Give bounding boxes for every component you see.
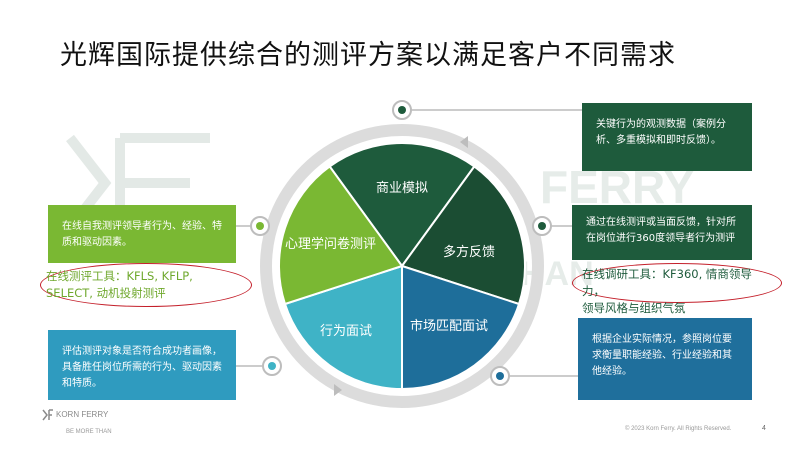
- box-experience-measure-text: 根据企业实际情况，参照岗位要求衡量职能经验、行业经验和其他经验。: [592, 334, 732, 377]
- segment-label-multi-feedback: 多方反馈: [443, 244, 495, 260]
- callout-right-line1: 在线调研工具：KF360, 情商领导力，: [582, 267, 752, 298]
- connector-left: [236, 216, 270, 236]
- ring-arrow-top-icon: [460, 136, 468, 148]
- box-observation-data-text: 关键行为的观测数据（案例分析、多重模拟和即时反馈）。: [596, 119, 726, 146]
- box-observation-data: 关键行为的观测数据（案例分析、多重模拟和即时反馈）。: [582, 103, 752, 171]
- outer-ring: [260, 124, 544, 408]
- box-360-feedback: 通过在线测评或当面反馈，针对所在岗位进行360度领导者行为测评: [572, 205, 752, 260]
- segment-label-behavior-interview: 行为面试: [320, 324, 372, 339]
- segment-psych-questionnaire: [278, 165, 404, 306]
- korn-ferry-logo-icon: [42, 409, 53, 421]
- callout-left-line1: 在线测评工具：KFLS, KFLP,: [46, 269, 193, 283]
- connector-bottom-left: [236, 356, 282, 376]
- box-experience-measure: 根据企业实际情况，参照岗位要求衡量职能经验、行业经验和其他经验。: [578, 318, 752, 400]
- callout-online-tools-right: 在线调研工具：KF360, 情商领导力， 领导风格与组织气氛: [582, 266, 772, 317]
- segment-label-market-interview: 市场匹配面试: [410, 318, 488, 334]
- box-self-assessment-text: 在线自我测评领导者行为、经验、特质和驱动因素。: [62, 221, 222, 248]
- segment-market-interview: [401, 264, 521, 391]
- footer-tagline: BE MORE THAN: [66, 429, 112, 435]
- box-success-profile-text: 评估测评对象是否符合成功者画像，具备胜任岗位所需的行为、驱动因素和特质。: [62, 346, 222, 389]
- box-360-feedback-text: 通过在线测评或当面反馈，针对所在岗位进行360度领导者行为测评: [586, 217, 736, 244]
- callout-oval-left: [40, 263, 252, 307]
- box-success-profile: 评估测评对象是否符合成功者画像，具备胜任岗位所需的行为、驱动因素和特质。: [48, 330, 236, 400]
- connector-right: [532, 216, 572, 236]
- callout-left-line2: SELECT, 动机投射测评: [46, 286, 166, 300]
- footer-copyright: © 2023 Korn Ferry. All Rights Reserved.: [625, 426, 732, 432]
- callout-oval-right: [572, 263, 782, 303]
- connector-bottom-right: [490, 366, 578, 386]
- segment-multi-feedback: [400, 165, 526, 306]
- segment-business-simulation: [328, 142, 476, 268]
- box-self-assessment: 在线自我测评领导者行为、经验、特质和驱动因素。: [48, 205, 236, 263]
- segment-behavior-interview: [283, 264, 403, 391]
- segment-label-psych-questionnaire: 心理学问卷测评: [285, 236, 376, 252]
- callout-online-tools-left: 在线测评工具：KFLS, KFLP, SELECT, 动机投射测评: [46, 268, 193, 302]
- connector-top: [392, 100, 596, 120]
- callout-right-line2: 领导风格与组织气氛: [582, 301, 686, 315]
- page-title: 光辉国际提供综合的测评方案以满足客户不同需求: [60, 40, 676, 71]
- segment-label-business-simulation: 商业模拟: [376, 181, 428, 196]
- page-number: 4: [762, 425, 766, 432]
- ring-arrow-bottom-icon: [334, 384, 342, 396]
- footer-logo-text: KORN FERRY: [56, 410, 109, 419]
